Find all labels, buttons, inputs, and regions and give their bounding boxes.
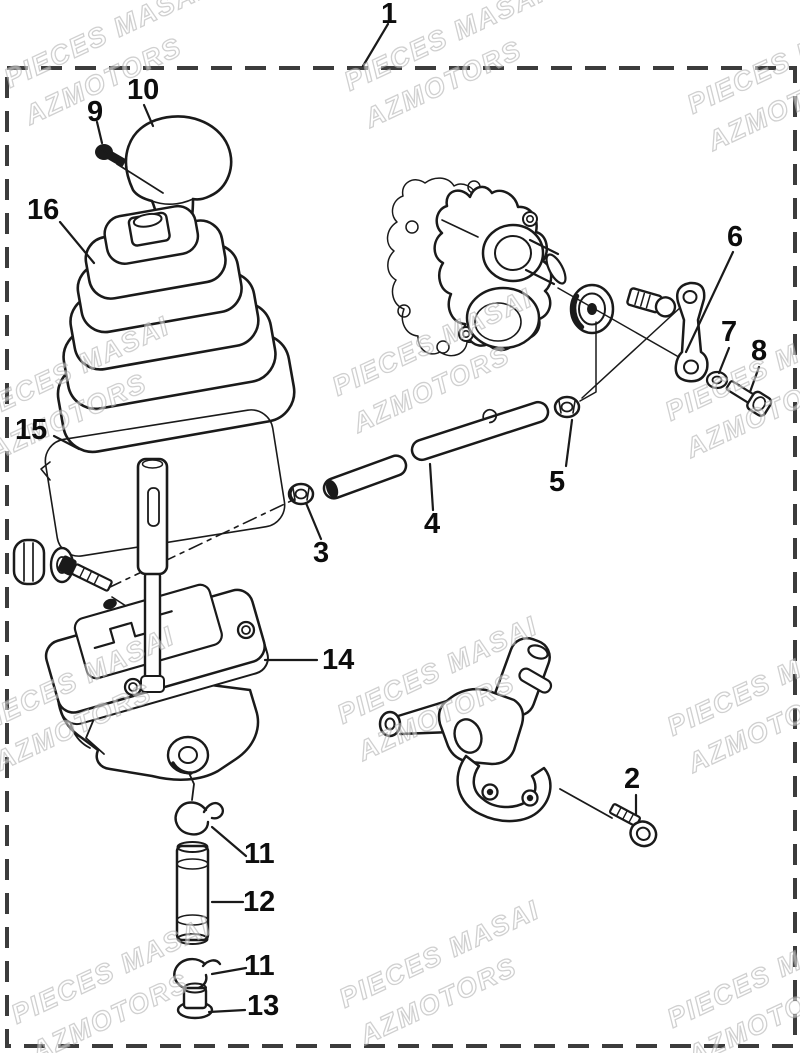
leader-11-lower: [210, 966, 248, 976]
part-crankcase-cover: [433, 185, 567, 352]
part-gear-lever-shaft: [136, 457, 169, 693]
leader-13: [207, 1008, 247, 1014]
part-rod-nut-3: [287, 482, 315, 506]
leader-16: [58, 220, 96, 265]
part-shift-arm: [674, 281, 709, 383]
leader-1: [361, 22, 390, 68]
leader-6: [684, 250, 735, 354]
part-gear-lever-boot: [56, 204, 296, 454]
leader-8: [748, 365, 761, 394]
part-output-seal-bearing: [569, 283, 615, 335]
part-rod-nut-5: [553, 395, 581, 419]
part-shift-rod: [410, 400, 550, 462]
bolt-2-axis-line: [559, 788, 613, 819]
leader-10: [142, 103, 155, 128]
part-pivot-bolt-small: [57, 555, 113, 592]
leader-5: [564, 418, 574, 468]
leader-15: [52, 434, 81, 451]
housing-corner-bolt-left: [123, 677, 143, 697]
part-ball-joint-bolt: [626, 287, 677, 318]
housing-corner-bolt-right: [236, 620, 256, 640]
part-engine-bracket: [378, 636, 553, 823]
housing-stud: [103, 598, 117, 610]
part-washer-7: [705, 370, 729, 390]
dashed-frame-border: [5, 66, 797, 1048]
part-knob-screw: [95, 144, 164, 194]
leader-11-upper: [210, 825, 248, 858]
part-rod-sleeve: [322, 454, 408, 500]
assembly-line-arm-to-rod: [581, 293, 696, 399]
part-bolt-8: [725, 380, 773, 417]
assembly-line-seal-to-arm: [557, 287, 699, 369]
part-bolt-2: [608, 803, 658, 848]
part-boot-gasket: [40, 409, 286, 557]
bracket-pin: [518, 667, 553, 694]
housing-bottom-boss: [166, 735, 210, 775]
leader-7: [717, 346, 731, 375]
cover-center-boss: [481, 223, 567, 286]
part-clip-upper: [174, 801, 225, 836]
part-end-cap: [176, 982, 214, 1020]
leader-9: [95, 120, 104, 145]
assembly-line-nut-to-bearing: [579, 321, 597, 402]
leader-3: [304, 501, 323, 541]
part-link-tube: [175, 841, 210, 945]
boss-to-clip-line: [188, 772, 195, 801]
leader-lines: [52, 22, 761, 1014]
cover-lower-bulge: [465, 286, 541, 350]
assembly-centerline: [107, 499, 294, 589]
leader-4: [428, 462, 435, 512]
